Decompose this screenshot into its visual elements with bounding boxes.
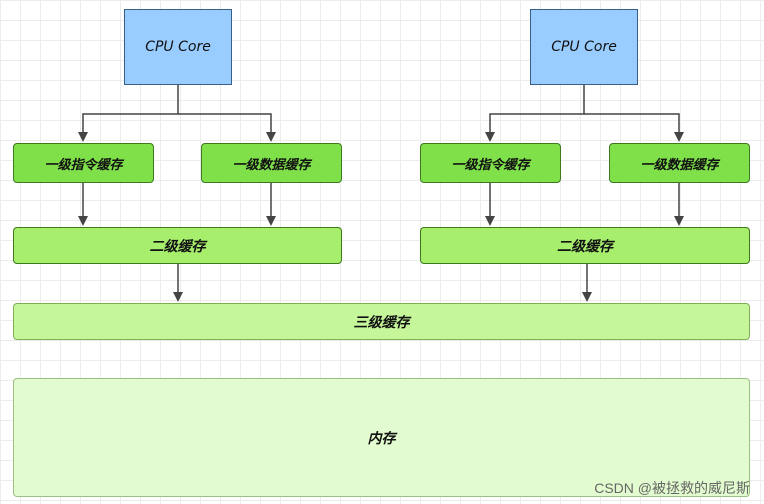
main-memory: 内存 (13, 378, 750, 497)
arrow-core-left-to-l1-data (178, 113, 276, 142)
l2-cache-left: 二级缓存 (13, 227, 342, 264)
l1-instruction-cache-left: 一级指令缓存 (13, 143, 154, 183)
l1-data-cache-left: 一级数据缓存 (201, 143, 342, 183)
l2-cache-right: 二级缓存 (420, 227, 750, 264)
l3-cache: 三级缓存 (13, 303, 750, 340)
cpu-core-left: CPU Core (124, 9, 232, 85)
l1-data-cache-right: 一级数据缓存 (609, 143, 750, 183)
arrow-core-right-to-l1-data (584, 113, 684, 142)
arrow-core-right-to-l1-instr (485, 85, 585, 142)
cpu-core-right: CPU Core (530, 9, 638, 85)
arrow-core-left-to-l1-instr (78, 85, 179, 142)
l1-instruction-cache-right: 一级指令缓存 (420, 143, 561, 183)
csdn-watermark: CSDN @被拯救的威尼斯 (594, 480, 750, 496)
